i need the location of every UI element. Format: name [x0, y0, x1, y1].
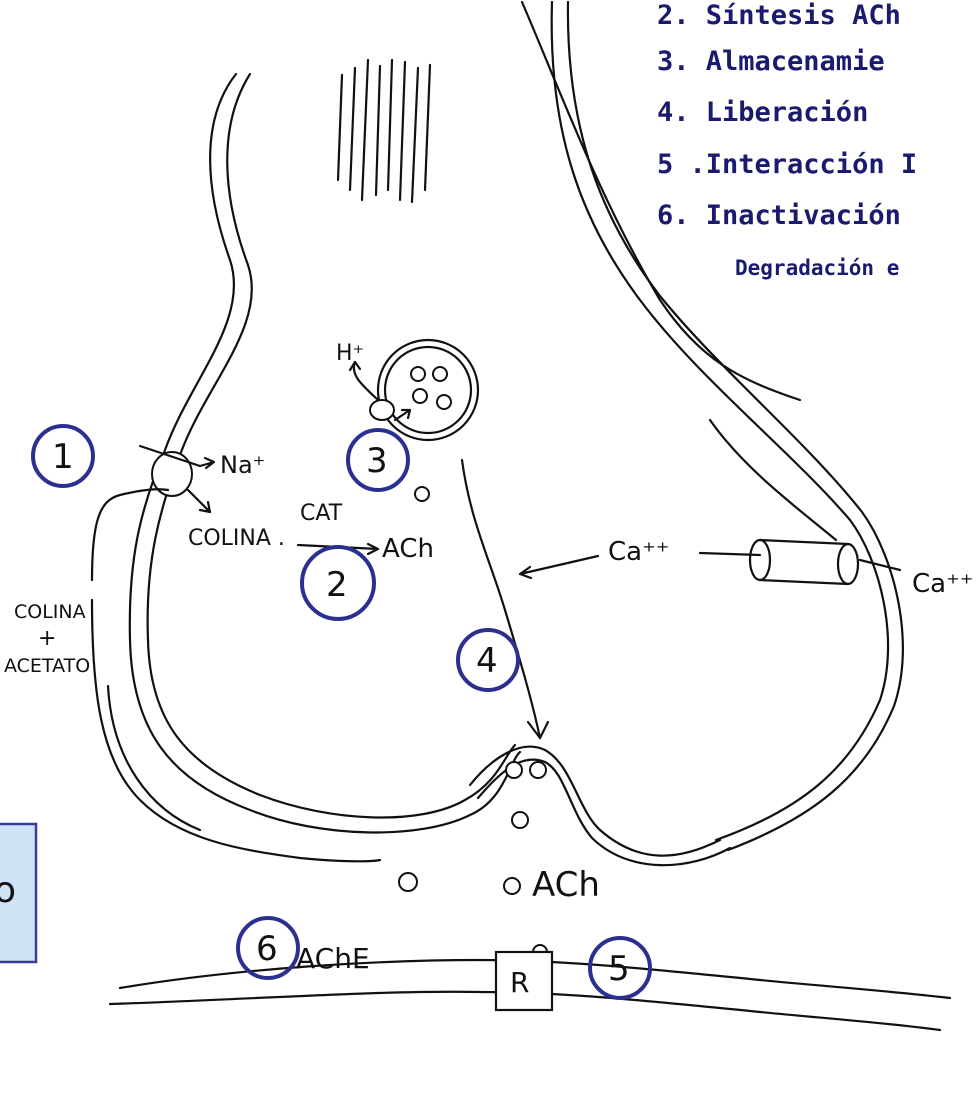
step-3: 3. Almacenamie: [657, 46, 885, 77]
na-plus-label: Na⁺: [220, 451, 265, 479]
synaptic-vesicle-large: [350, 340, 478, 440]
ach-cleft-label: ACh: [532, 865, 600, 905]
svg-text:2: 2: [326, 565, 348, 605]
colina-acetato-line2: +: [38, 626, 56, 651]
svg-text:3: 3: [366, 441, 388, 481]
colina-acetato-line3: ACETATO: [4, 655, 90, 677]
step-4: 4. Liberación: [657, 97, 868, 128]
svg-text:6: 6: [256, 929, 278, 969]
postsynaptic-membrane: [110, 952, 950, 1030]
calcium-channel: [520, 540, 900, 584]
svg-text:5: 5: [608, 949, 630, 989]
receptor-label: R: [510, 966, 529, 999]
choline-transporter: [92, 446, 214, 580]
step-6: 6. Inactivación: [657, 200, 901, 231]
cleft-vesicles: [399, 762, 547, 959]
circled-number-1: 1: [33, 426, 93, 486]
h-plus-label: H⁺: [336, 341, 364, 366]
circled-number-3: 3: [348, 430, 408, 490]
step-2: 2. Síntesis ACh: [657, 0, 901, 31]
microtubules: [338, 60, 430, 202]
svg-text:1: 1: [52, 437, 74, 477]
circled-number-2: 2: [302, 547, 374, 619]
cat-label: CAT: [300, 501, 343, 526]
presynaptic-membrane: [130, 2, 903, 865]
step-6-sub: Degradación e: [735, 256, 899, 280]
ach-synth-label: ACh: [382, 534, 434, 564]
info-box-text: o: [0, 870, 16, 911]
colina-acetato-line1: COLINA: [14, 601, 86, 623]
step-list: 2. Síntesis ACh 3. Almacenamie 4. Libera…: [657, 0, 917, 280]
ca-inside-label: Ca⁺⁺: [608, 537, 670, 567]
ache-label: AChE: [296, 942, 370, 975]
step-5: 5 .Interacción I: [657, 149, 917, 180]
circled-number-4: 4: [458, 630, 518, 690]
colina-label: COLINA .: [188, 526, 285, 551]
ca-outside-label: Ca⁺⁺: [912, 569, 974, 599]
svg-text:4: 4: [476, 641, 498, 681]
